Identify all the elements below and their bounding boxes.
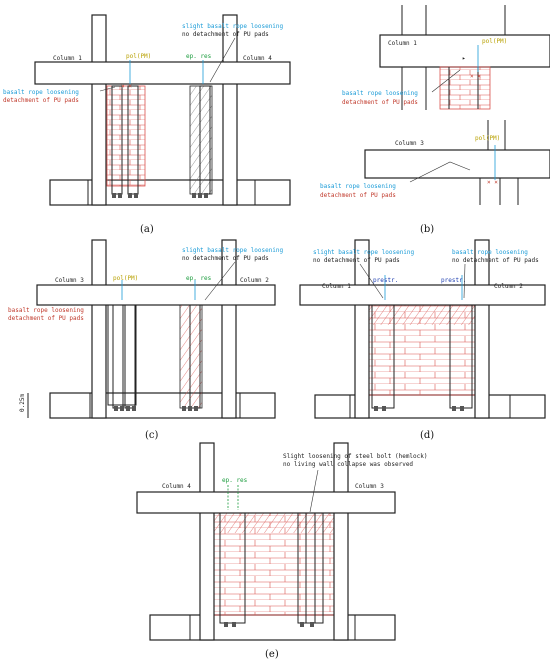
retrofit-top xyxy=(439,66,491,110)
note-left-2: no detachment of PU pads xyxy=(313,257,400,264)
tag-top: pol(PM) xyxy=(482,38,507,45)
note-right-2: no detachment of PU pads xyxy=(182,31,269,38)
panel-a: × × Column 1 Column 4 pol(PM) ep. res sl… xyxy=(3,14,291,235)
column-right xyxy=(474,239,490,419)
note-1: Slight loosening of steel bolt (hemlock) xyxy=(283,453,428,460)
note-right-2: no detachment of PU pads xyxy=(182,255,269,262)
note-left-1: slight basalt rope loosening xyxy=(313,249,415,256)
tag-right: prestr. xyxy=(441,277,466,284)
note-top-2: detachment of PU pads xyxy=(342,99,418,106)
retrofit-right xyxy=(189,85,213,195)
caption-a: (a) xyxy=(140,224,154,235)
tag-left: ep. res xyxy=(222,477,248,484)
col-label-bottom: Column 3 xyxy=(395,140,424,147)
column-left xyxy=(199,442,215,641)
top-beam xyxy=(299,284,546,306)
tag-left: pol(PM) xyxy=(113,275,138,282)
foundation-beam xyxy=(49,179,291,206)
col-label-left: Column 4 xyxy=(162,483,191,490)
column-right xyxy=(221,239,237,419)
top-beam xyxy=(36,284,276,306)
scale-label: 0.25m xyxy=(19,394,26,412)
col-label-left: Column 1 xyxy=(53,55,82,62)
svg-text:× ×: × × xyxy=(121,83,132,90)
col-label-top: Column 1 xyxy=(388,40,417,47)
caption-b: (b) xyxy=(420,224,434,235)
svg-text:× ×: × × xyxy=(487,179,498,186)
foundation-beam xyxy=(49,392,276,419)
beam-top xyxy=(379,34,550,68)
tag-left: pol(PM) xyxy=(126,53,151,60)
note-top-1: basalt rope loosening xyxy=(342,90,418,97)
note-left-2: detachment of PU pads xyxy=(3,97,79,104)
col-label-right: Column 3 xyxy=(355,483,384,490)
caption-d: (d) xyxy=(420,430,434,441)
foundation-beam xyxy=(149,614,396,641)
col-label-right: Column 4 xyxy=(243,55,272,62)
note-right-1: basalt rope loosening xyxy=(452,249,528,256)
col-label-left: Column 3 xyxy=(55,277,84,284)
column-left xyxy=(91,14,107,206)
retrofit-right xyxy=(179,304,203,409)
tag-right: ep. res xyxy=(186,53,212,60)
note-2: no living wall collapse was observed xyxy=(283,461,413,468)
panel-b: × × Column 1 pol(PM) basalt rope looseni… xyxy=(320,5,550,235)
tag-left: prestr. xyxy=(373,277,398,284)
panel-e: Column 4 Column 3 ep. res Slight looseni… xyxy=(136,442,428,660)
top-beam xyxy=(136,491,396,514)
column-left xyxy=(91,239,107,419)
col-label-right: Column 2 xyxy=(240,277,269,284)
top-beam xyxy=(34,61,291,85)
column-right xyxy=(333,442,349,641)
caption-e: (e) xyxy=(265,649,279,660)
col-label-left: Column 1 xyxy=(322,283,351,290)
note-left-1: basalt rope loosening xyxy=(8,307,84,314)
col-label-right: Column 2 xyxy=(494,283,523,290)
tag-bottom: pol(PM) xyxy=(475,135,500,142)
panel-d: Column 1 Column 2 prestr. prestr. slight… xyxy=(299,239,546,441)
note-left-2: detachment of PU pads xyxy=(8,315,84,322)
column-right xyxy=(222,14,238,206)
note-bottom-2: detachment of PU pads xyxy=(320,192,396,199)
beam-bottom xyxy=(364,149,550,179)
note-bottom-1: basalt rope loosening xyxy=(320,183,396,190)
note-right-1: slight basalt rope loosening xyxy=(182,23,284,30)
svg-text:▸: ▸ xyxy=(462,55,466,62)
panel-c: Column 3 Column 2 pol(PM) ep. res slight… xyxy=(8,239,284,441)
retrofit-left xyxy=(106,85,146,187)
note-left-1: basalt rope loosening xyxy=(3,89,79,96)
svg-text:× ×: × × xyxy=(470,73,481,80)
note-right-1: slight basalt rope loosening xyxy=(182,247,284,254)
tag-right: ep. res xyxy=(186,275,212,282)
caption-c: (c) xyxy=(145,430,159,441)
note-right-2: no detachment of PU pads xyxy=(452,257,539,264)
